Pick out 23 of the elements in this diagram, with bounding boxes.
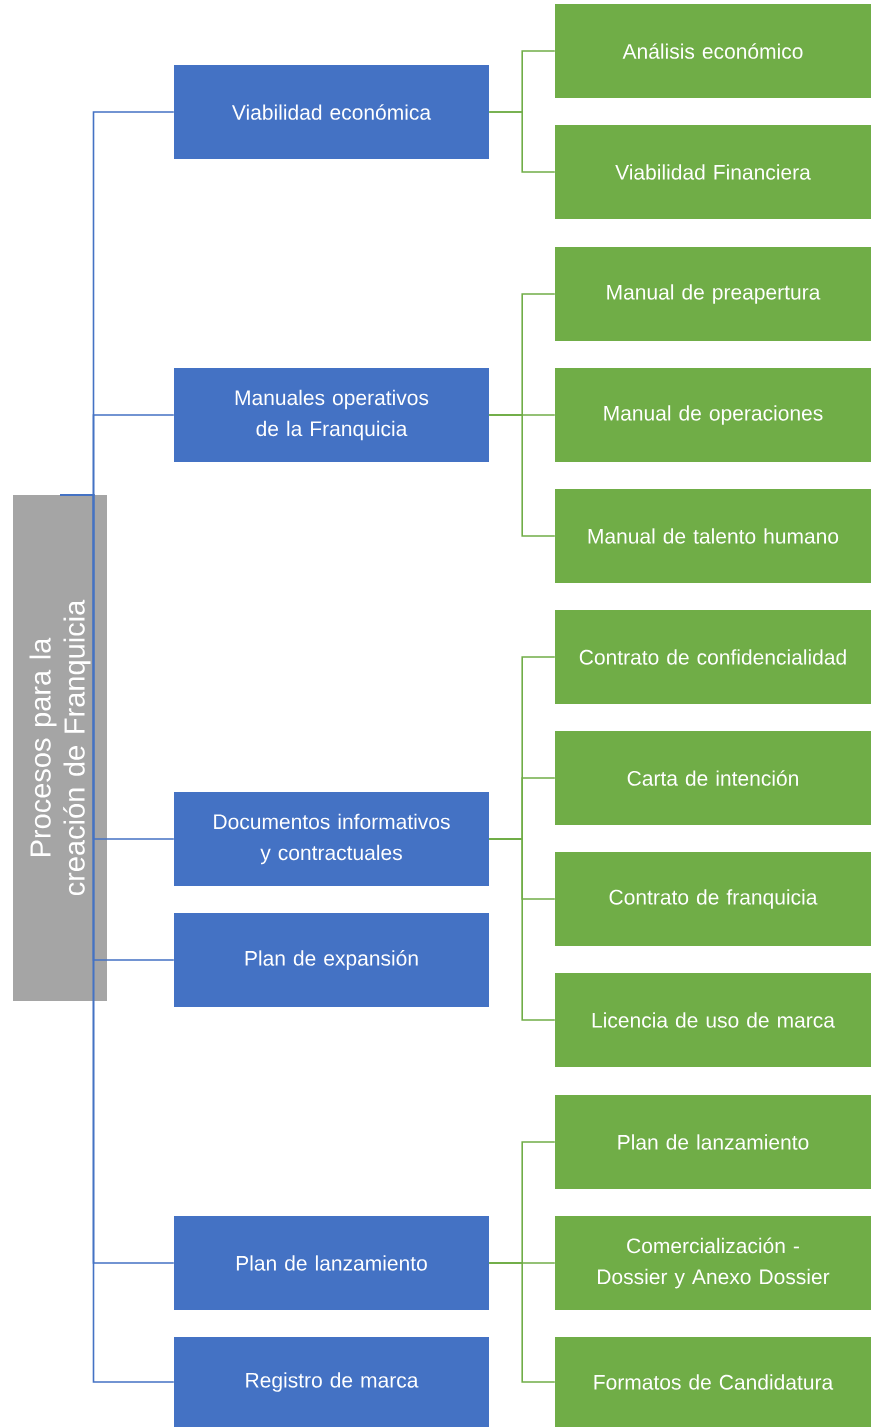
process-box: Registro de marca	[174, 1337, 489, 1427]
subprocess-box: Carta de intención	[555, 731, 871, 825]
connector-line	[488, 414, 556, 537]
process-box: Plan de expansión	[174, 913, 489, 1007]
process-box: Plan de lanzamiento	[174, 1216, 489, 1310]
subprocess-box: Manual de talento humano	[555, 489, 871, 583]
connector-line	[488, 111, 556, 173]
process-box: Documentos informativos y contractuales	[174, 792, 489, 886]
subprocess-box: Contrato de confidencialidad	[555, 610, 871, 704]
process-box: Viabilidad económica	[174, 65, 489, 159]
connector-line	[488, 838, 556, 1021]
connector-line	[488, 1262, 556, 1383]
subprocess-box: Licencia de uso de marca	[555, 973, 871, 1067]
subprocess-box: Manual de operaciones	[555, 368, 871, 462]
subprocess-box: Plan de lanzamiento	[555, 1095, 871, 1189]
root-box: Procesos para la creación de Franquicia	[13, 495, 107, 1001]
subprocess-box: Contrato de franquicia	[555, 852, 871, 946]
subprocess-box: Análisis económico	[555, 4, 871, 98]
process-box: Manuales operativos de la Franquicia	[174, 368, 489, 462]
subprocess-box: Comercialización - Dossier y Anexo Dossier	[555, 1216, 871, 1310]
subprocess-box: Manual de preapertura	[555, 247, 871, 341]
subprocess-box: Viabilidad Financiera	[555, 125, 871, 219]
subprocess-box: Formatos de Candidatura	[555, 1337, 871, 1427]
